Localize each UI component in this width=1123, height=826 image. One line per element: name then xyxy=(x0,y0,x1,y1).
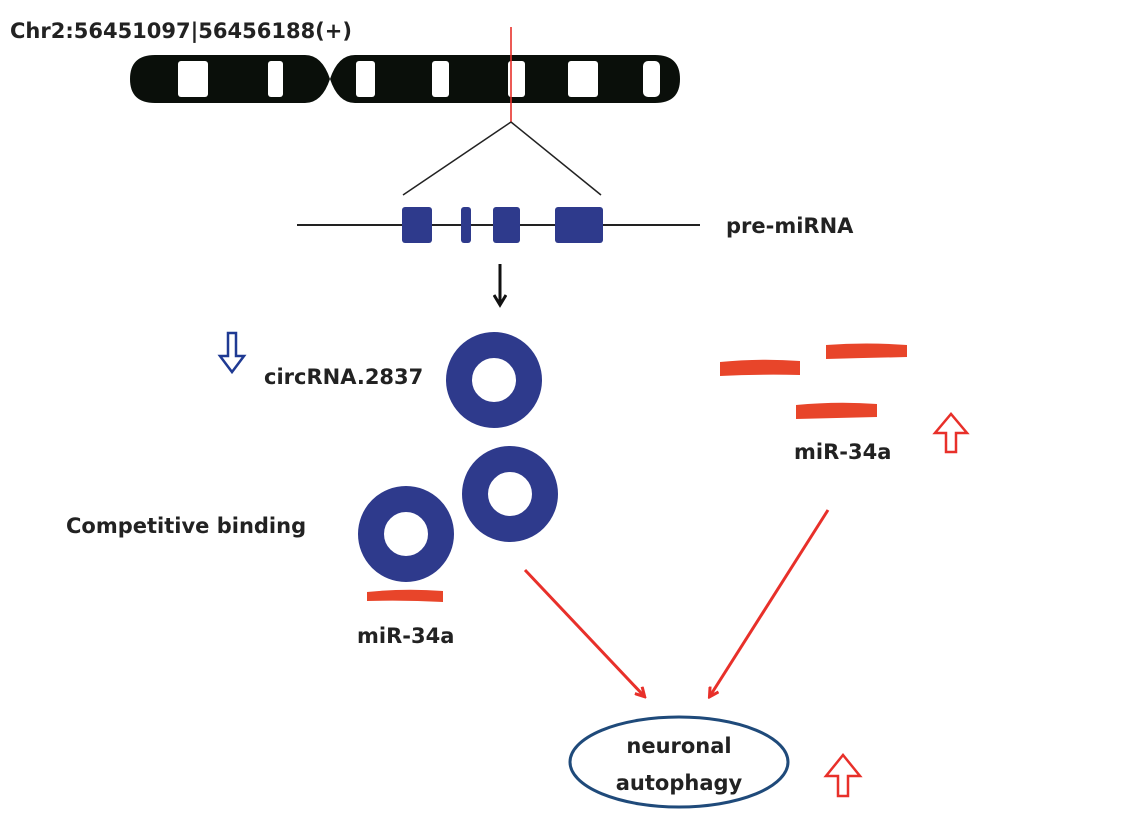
hollow-up-arrow-icon xyxy=(823,753,863,798)
hollow-down-arrow-icon xyxy=(217,331,247,375)
hollow-up-arrow-icon xyxy=(932,412,970,454)
chromosome-left-arm xyxy=(130,55,330,103)
circrna-ring-bound xyxy=(358,486,454,582)
mirna-strand-bound xyxy=(367,589,443,602)
outcome-label-line1: neuronal xyxy=(626,734,731,758)
chromosome-band xyxy=(356,61,375,97)
promotes-arrow-from-mirna xyxy=(710,509,830,696)
outcome-label-line2: autophagy xyxy=(616,771,743,795)
chromosome-right-arm xyxy=(330,55,680,103)
promotes-arrow-from-circrna xyxy=(523,568,644,696)
neuronal-autophagy-node xyxy=(568,715,790,809)
mirna-strand-free xyxy=(720,359,800,376)
chromosome-band xyxy=(643,61,660,97)
circrna-ring xyxy=(462,446,558,542)
chromosome-band xyxy=(432,61,449,97)
competitive-binding-label: Competitive binding xyxy=(66,514,306,538)
chromosome-coordinates-label: Chr2:56451097|56456188(+) xyxy=(10,19,352,44)
exon xyxy=(402,207,432,243)
mir-34a-free-label: miR-34a xyxy=(794,440,891,464)
exon xyxy=(493,207,520,243)
chromosome-band xyxy=(508,61,525,97)
exon xyxy=(461,207,471,243)
exon xyxy=(555,207,603,243)
circrna-ring xyxy=(446,332,542,428)
mir-34a-bound-label: miR-34a xyxy=(357,624,454,648)
chromosome-band xyxy=(178,61,208,97)
circrna-label: circRNA.2837 xyxy=(264,365,423,389)
pre-mirna-label: pre-miRNA xyxy=(726,214,854,238)
chromosome-band xyxy=(268,61,283,97)
mirna-strand-free xyxy=(826,343,907,359)
zoom-line-right xyxy=(510,121,602,196)
chromosome-band xyxy=(568,61,598,97)
zoom-line-left xyxy=(402,121,512,196)
chromosome-ideogram xyxy=(130,55,680,103)
mirna-strand-free xyxy=(796,402,877,419)
